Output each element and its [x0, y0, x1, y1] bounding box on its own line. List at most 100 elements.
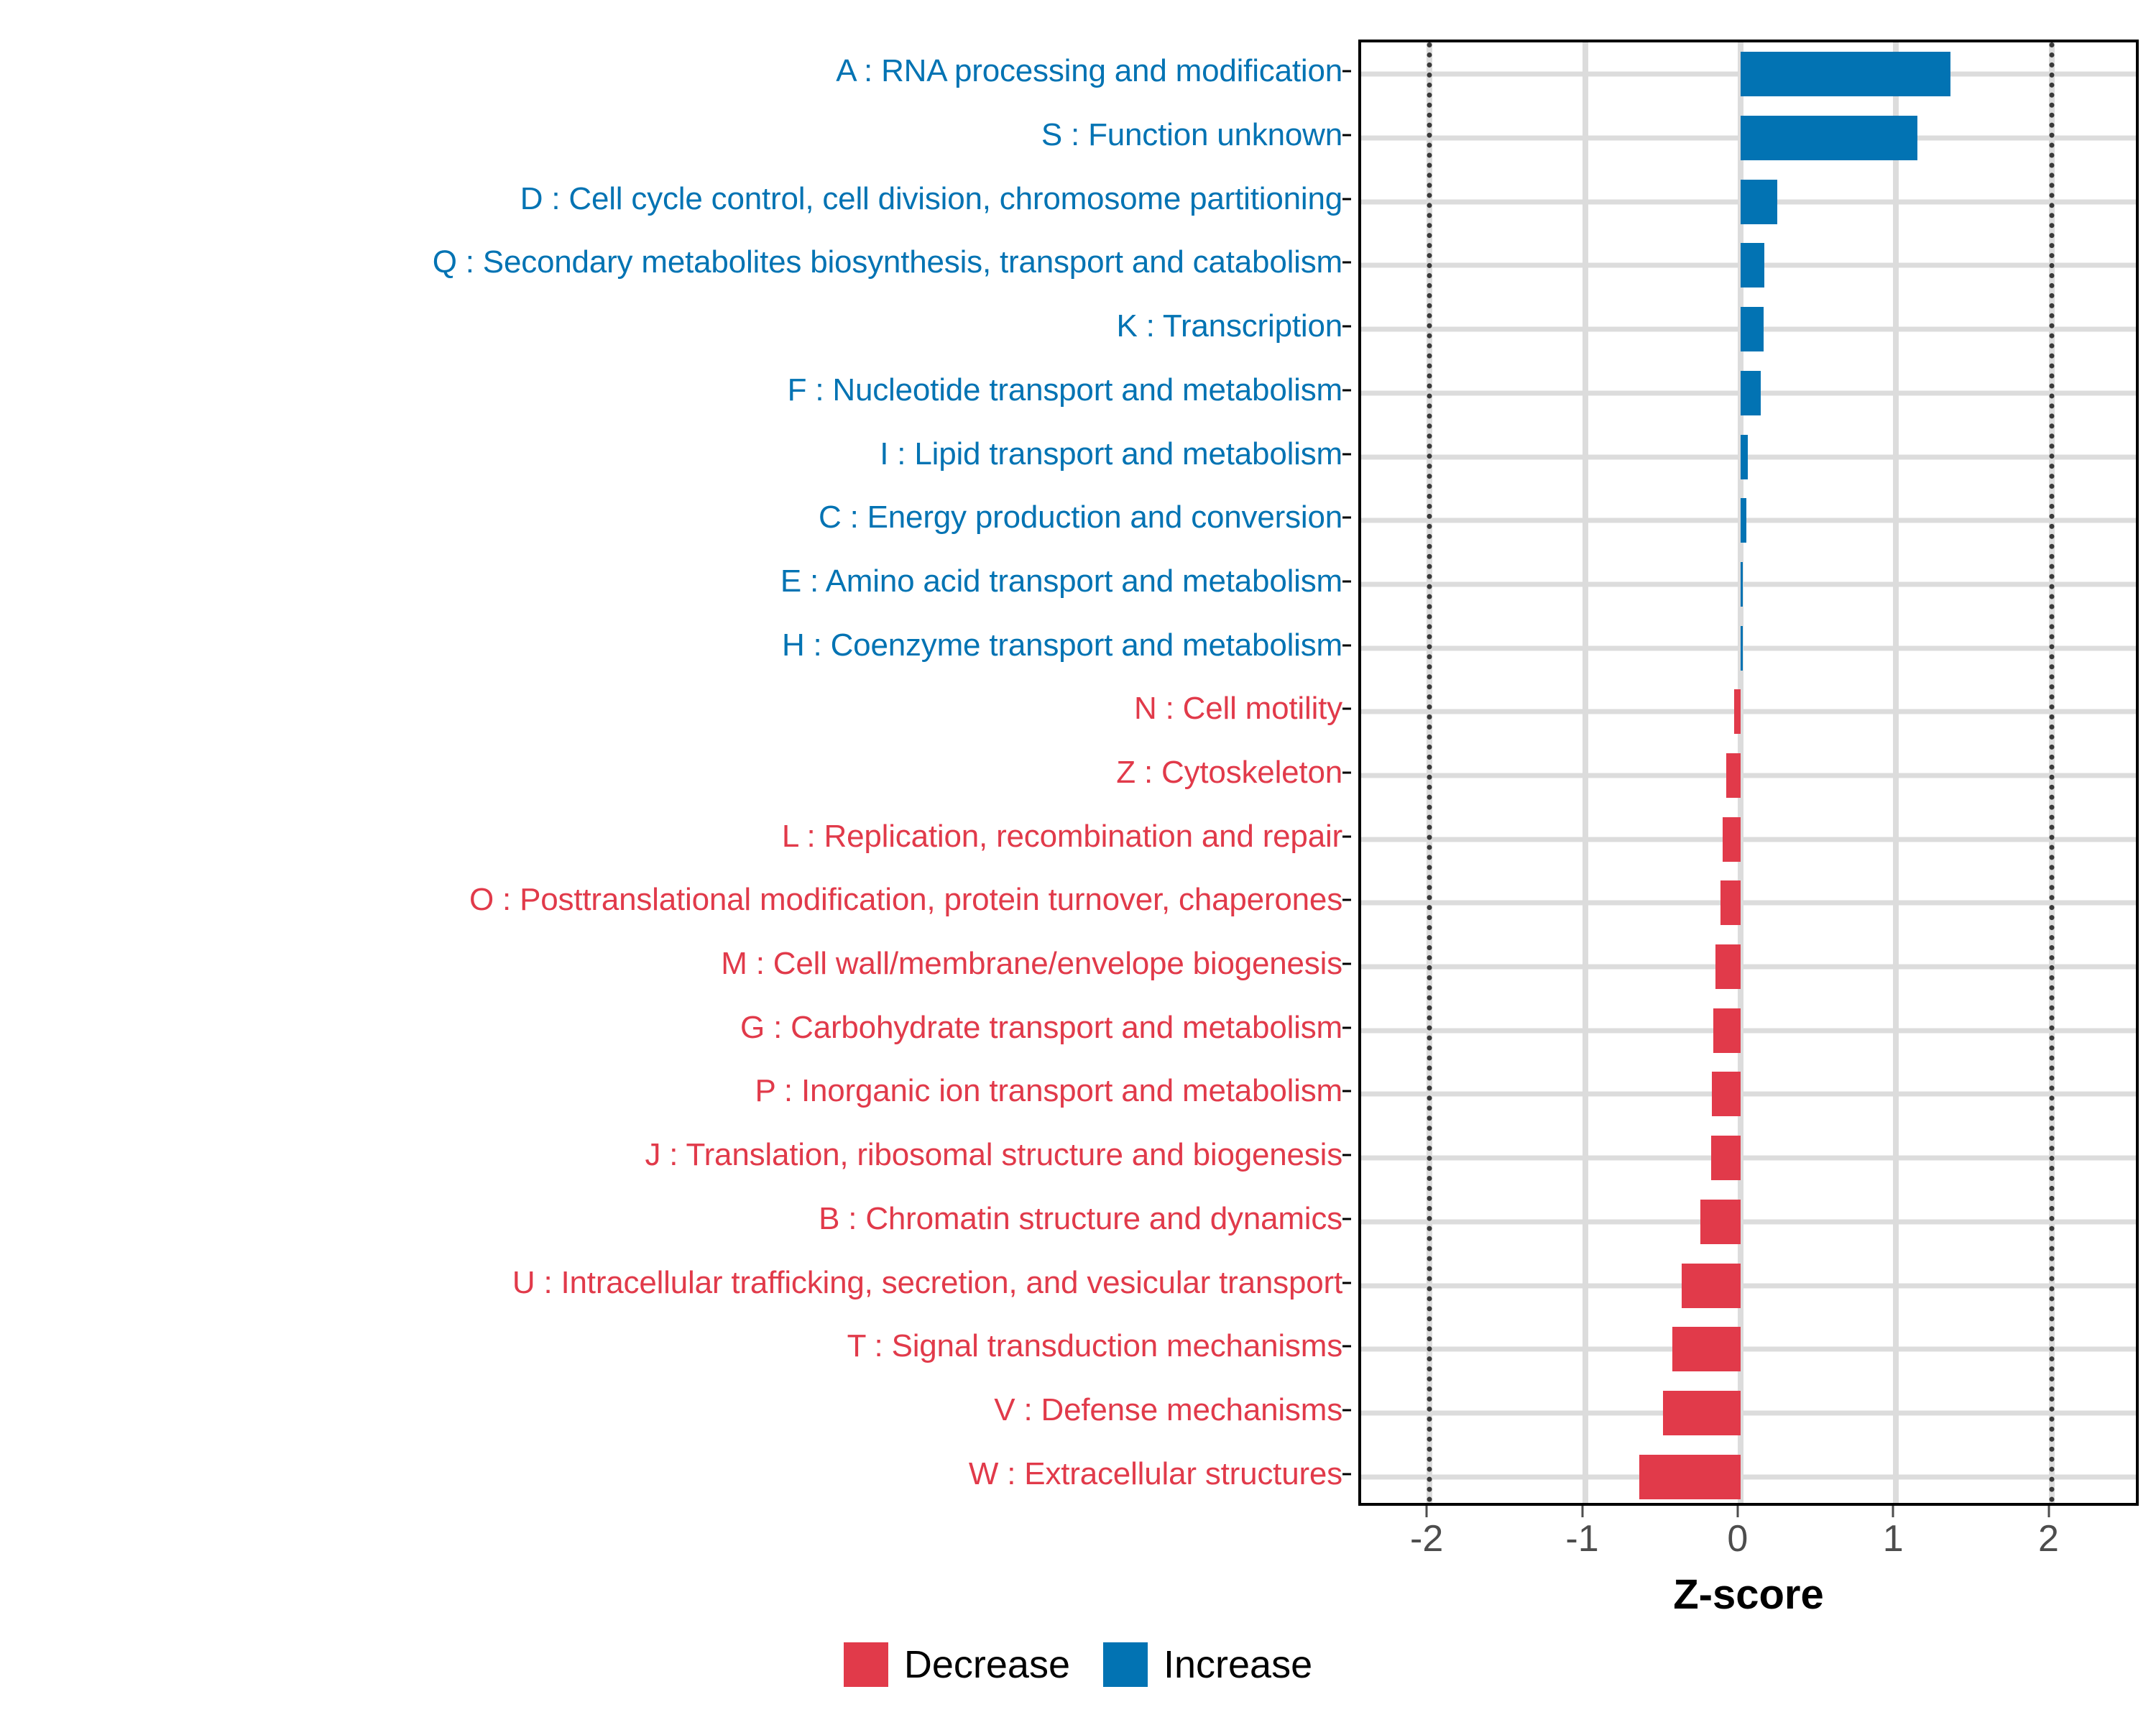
x-axis-tick-label: 1: [1882, 1518, 1904, 1560]
horizontal-gridline: [1361, 1091, 2136, 1097]
legend-swatch: [843, 1642, 888, 1687]
horizontal-gridline: [1361, 900, 2136, 906]
horizontal-gridline: [1361, 1283, 2136, 1289]
x-axis-tick-label: -1: [1565, 1518, 1599, 1560]
category-label: F : Nucleotide transport and metabolism: [787, 372, 1343, 408]
legend-item[interactable]: Decrease: [843, 1642, 1070, 1687]
horizontal-gridline: [1361, 709, 2136, 714]
bar: [1740, 370, 1761, 415]
horizontal-gridline: [1361, 964, 2136, 970]
horizontal-gridline: [1361, 1410, 2136, 1416]
plot-panel: [1358, 40, 2139, 1506]
y-axis-tick: [1342, 198, 1351, 201]
horizontal-gridline: [1361, 645, 2136, 651]
x-axis-tick: [1425, 1506, 1428, 1517]
y-axis-tick: [1342, 1154, 1351, 1156]
horizontal-gridline: [1361, 1219, 2136, 1225]
category-label: C : Energy production and conversion: [818, 500, 1342, 535]
bar: [1681, 1263, 1741, 1308]
category-label: T : Signal transduction mechanisms: [847, 1328, 1343, 1364]
y-axis-tick: [1342, 1218, 1351, 1220]
category-label: V : Defense mechanisms: [994, 1392, 1342, 1427]
reference-line: [1427, 42, 1432, 1503]
bar: [1740, 116, 1918, 161]
y-axis-tick: [1342, 1026, 1351, 1029]
vertical-gridline: [1737, 42, 1743, 1503]
category-label: L : Replication, recombination and repai…: [781, 818, 1342, 854]
y-axis-tick: [1342, 835, 1351, 838]
bar: [1662, 1390, 1741, 1435]
horizontal-gridline: [1361, 581, 2136, 587]
bar: [1720, 880, 1741, 926]
category-label: W : Extracellular structures: [968, 1455, 1342, 1491]
y-axis-tick: [1342, 1090, 1351, 1092]
category-label: D : Cell cycle control, cell division, c…: [520, 180, 1342, 216]
category-label: A : RNA processing and modification: [836, 53, 1342, 89]
bar: [1713, 1008, 1741, 1053]
bar: [1740, 307, 1764, 352]
legend-label: Increase: [1163, 1643, 1313, 1686]
horizontal-gridline: [1361, 773, 2136, 778]
bar: [1722, 816, 1741, 862]
y-axis-tick: [1342, 580, 1351, 583]
y-axis-tick: [1342, 962, 1351, 965]
bar: [1740, 52, 1950, 97]
category-label: O : Posttranslational modification, prot…: [469, 882, 1342, 918]
y-axis-tick: [1342, 707, 1351, 710]
bar: [1740, 434, 1748, 479]
vertical-gridline: [1582, 42, 1588, 1503]
bar: [1740, 179, 1777, 224]
bar: [1700, 1199, 1741, 1244]
y-axis-tick: [1342, 771, 1351, 774]
x-axis-tick: [1892, 1506, 1894, 1517]
legend-item[interactable]: Increase: [1102, 1642, 1313, 1687]
bar: [1740, 243, 1765, 288]
horizontal-gridline: [1361, 1028, 2136, 1034]
legend-swatch: [1102, 1642, 1148, 1687]
category-label: I : Lipid transport and metabolism: [880, 436, 1342, 472]
bar: [1715, 944, 1741, 990]
y-axis-tick: [1342, 453, 1351, 456]
bar: [1740, 498, 1746, 543]
y-axis-tick: [1342, 70, 1351, 73]
horizontal-gridline: [1361, 837, 2136, 842]
y-axis-tick: [1342, 1282, 1351, 1284]
x-axis-tick: [2047, 1506, 2050, 1517]
legend: Decrease Increase: [0, 1642, 2156, 1687]
y-axis-tick: [1342, 898, 1351, 901]
bar: [1710, 1136, 1741, 1181]
bar: [1740, 561, 1743, 607]
category-label: G : Carbohydrate transport and metabolis…: [740, 1009, 1342, 1045]
x-axis-title: Z-score: [1673, 1571, 1824, 1618]
y-axis-tick: [1342, 1345, 1351, 1348]
bar: [1712, 1072, 1741, 1117]
y-axis-tick: [1342, 261, 1351, 264]
x-axis-tick: [1581, 1506, 1584, 1517]
bar: [1672, 1327, 1741, 1372]
y-axis-tick: [1342, 516, 1351, 519]
bar: [1726, 753, 1741, 798]
category-label-column: A : RNA processing and modification S : F…: [0, 40, 1351, 1506]
y-axis-tick: [1342, 325, 1351, 328]
horizontal-gridline: [1361, 1346, 2136, 1352]
horizontal-gridline: [1361, 518, 2136, 523]
category-label: U : Intracellular trafficking, secretion…: [512, 1264, 1342, 1300]
y-axis-tick: [1342, 644, 1351, 647]
reference-line: [2049, 42, 2055, 1503]
category-label: E : Amino acid transport and metabolism: [780, 563, 1342, 599]
horizontal-gridline: [1361, 1474, 2136, 1480]
y-axis-tick: [1342, 389, 1351, 392]
category-label: H : Coenzyme transport and metabolism: [781, 627, 1342, 663]
x-axis-tick-label: 2: [2038, 1518, 2059, 1560]
y-axis-tick: [1342, 134, 1351, 137]
bar: [1639, 1454, 1741, 1499]
legend-label: Decrease: [903, 1643, 1070, 1686]
category-label: J : Translation, ribosomal structure and…: [645, 1137, 1342, 1173]
category-label: S : Function unknown: [1041, 117, 1342, 153]
category-label: B : Chromatin structure and dynamics: [819, 1200, 1342, 1236]
category-label: N : Cell motility: [1134, 691, 1342, 727]
y-axis-tick: [1342, 1409, 1351, 1412]
bar: [1733, 689, 1741, 735]
